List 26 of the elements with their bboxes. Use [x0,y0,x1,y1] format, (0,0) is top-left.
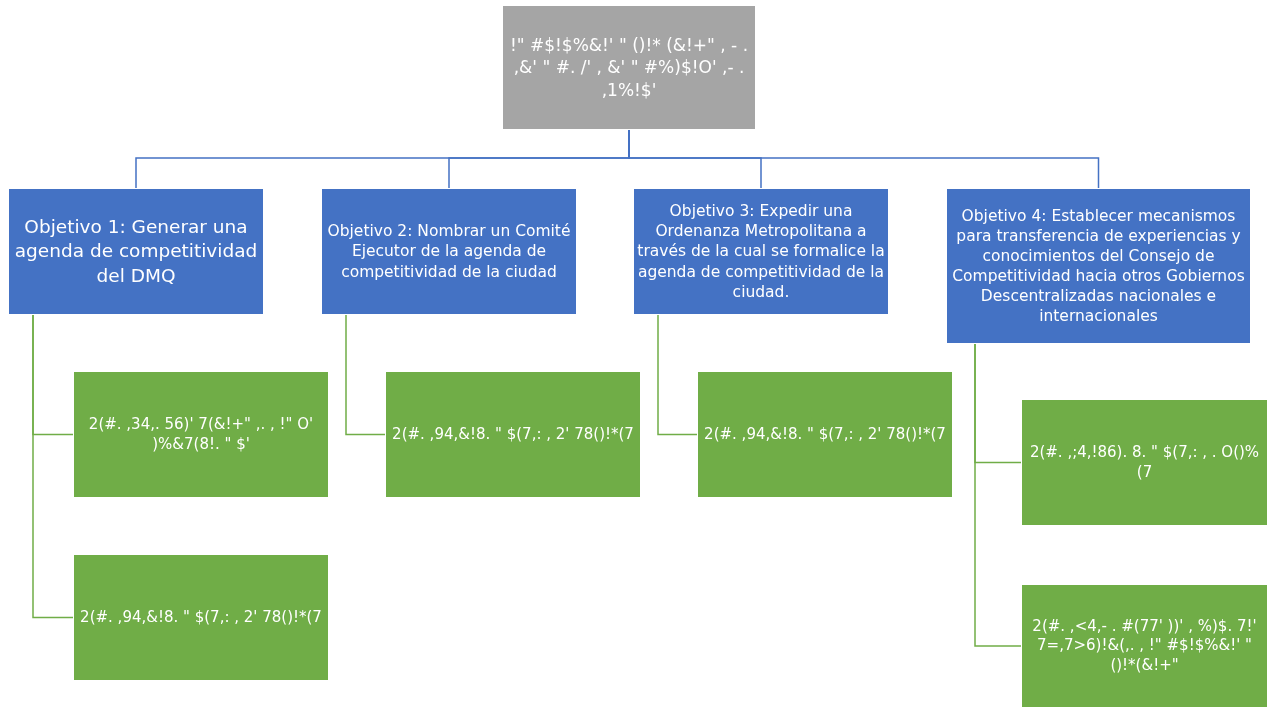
objective-box [8,188,264,315]
objective-box [946,188,1251,344]
objective-box [633,188,889,315]
objective-text: Objetivo 4: Establecer mecanismos para transferencia de experiencias y conocimientos del Consejo de Competitividad hacia otros Gobiernos Descentralizadas nacionales e internacionales [951,205,1246,327]
objective-text: Objetivo 3: Expedir una Ordenanza Metropolitana a través de la cual se formalice la agenda de competitividad de la ciudad. [636,201,886,302]
connector-line [974,343,1022,647]
sub-objective-box [73,554,329,681]
sub-objective-text: 2(#. ,94,&!8. " $(7,: , 2' 78()!*(7 [392,424,634,445]
sub-objective-text: 2(#. ,94,&!8. " $(7,: , 2' 78()!*(7 [704,424,946,445]
sub-objective-text: 2(#. ,34,. 56)' 7(&!+" ,. , !" O' )%&7(8!. " $' [87,415,315,454]
connector-line [657,314,698,436]
connector-line [345,314,386,436]
sub-objective-text: 2(#. ,94,&!8. " $(7,: , 2' 78()!*(7 [80,607,322,628]
connector-line [32,314,74,619]
root-text: !" #$!$%&!' " ()!* (&!+" , - . ,&' " #. /' , &' " #%)$!O' ,- . ,1%!$' [508,34,750,101]
sub-objective-box [697,371,953,498]
sub-objective-box [1021,399,1268,526]
sub-objective-box [73,371,329,498]
sub-objective-text: 2(#. ,<4,- . #(77' ))' , %)$. 7!' 7=,7>6)!&(,. , !" #$!$%&!' " ()!*(&!+" [1031,616,1258,676]
sub-objective-text: 2(#. ,;4,!86). 8. " $(7,: , . O()%(7 [1028,443,1261,482]
sub-objective-box [385,371,641,498]
objective-box [321,188,577,315]
sub-objective-box [1021,584,1268,708]
objective-text: Objetivo 1: Generar una agenda de competitividad del DMQ [13,215,259,288]
root-box [502,5,756,130]
objective-text: Objetivo 2: Nombrar un Comité Ejecutor de la agenda de competitividad de la ciudad [326,221,572,282]
